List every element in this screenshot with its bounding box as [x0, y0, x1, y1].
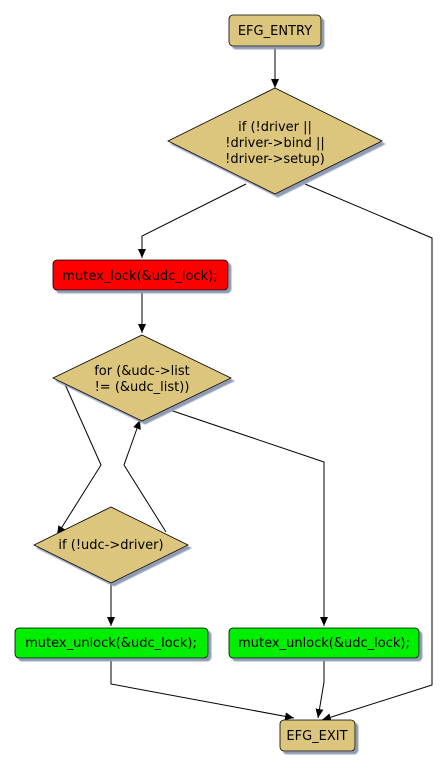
edge-for-to-unlock-right: [163, 407, 328, 626]
edge-check-to-lock: [138, 183, 247, 258]
node-exit-label: EFG_EXIT: [286, 729, 347, 744]
node-for-loop-diamond: [52, 334, 232, 422]
node-exit-box: [279, 719, 356, 752]
node-check-driver-diamond: [167, 87, 383, 195]
node-check-udc-diamond: [33, 506, 189, 584]
node-unlock-right: mutex_unlock(&udc_lock);: [228, 627, 420, 659]
node-for-loop-line-1: for (&udc->list: [94, 364, 190, 379]
edge-check-udc-to-for: [123, 419, 167, 533]
node-entry-label: EFG_ENTRY: [238, 24, 312, 39]
node-check-driver-line-1: if (!driver ||: [238, 120, 312, 135]
edge-unlock-right-to-exit: [315, 658, 325, 719]
node-mutex-lock-label: mutex_lock(&udc_lock);: [62, 269, 217, 284]
node-mutex-lock-box: [52, 259, 229, 291]
edge-check-to-exit: [304, 183, 433, 722]
node-unlock-left-label: mutex_unlock(&udc_lock);: [25, 636, 197, 651]
node-unlock-left-box: [14, 627, 209, 659]
node-check-driver: if (!driver || !driver->bind || !driver-…: [167, 87, 383, 195]
node-check-driver-line-3: !driver->setup): [225, 152, 325, 167]
node-check-driver-line-2: !driver->bind ||: [225, 136, 324, 151]
node-mutex-lock: mutex_lock(&udc_lock);: [52, 259, 229, 291]
node-for-loop-line-2: != (&udc_list)): [95, 380, 190, 395]
node-entry-box: [228, 14, 322, 47]
edges: [56, 46, 433, 722]
node-entry: EFG_ENTRY: [228, 14, 322, 47]
node-unlock-right-box: [228, 627, 420, 659]
edge-for-to-check-udc: [56, 381, 102, 536]
node-check-udc-label: if (!udc->driver): [58, 538, 163, 553]
node-check-udc: if (!udc->driver): [33, 506, 189, 584]
node-unlock-left: mutex_unlock(&udc_lock);: [14, 627, 209, 659]
node-exit: EFG_EXIT: [279, 719, 356, 752]
edge-unlock-left-to-exit: [110, 658, 295, 721]
node-unlock-right-label: mutex_unlock(&udc_lock);: [238, 636, 410, 651]
node-for-loop: for (&udc->list != (&udc_list)): [52, 334, 232, 422]
